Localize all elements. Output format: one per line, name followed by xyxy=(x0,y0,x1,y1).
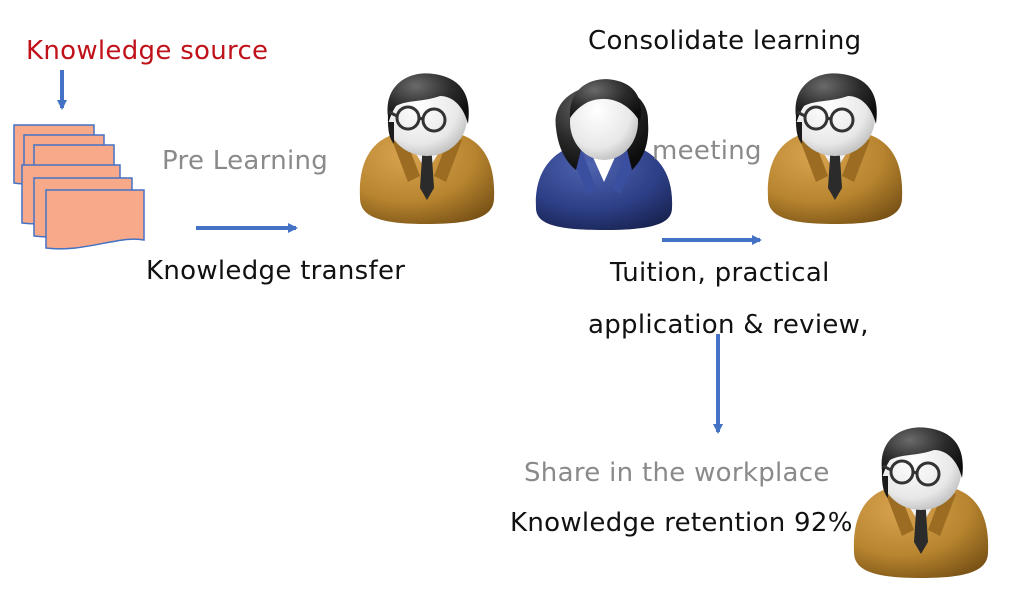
knowledge-source-label: Knowledge source xyxy=(26,36,269,66)
learner-glasses-icon xyxy=(766,71,904,226)
meeting-label: meeting xyxy=(652,136,762,166)
pre-learning-label: Pre Learning xyxy=(162,146,329,176)
learner-glasses-icon xyxy=(852,425,990,580)
knowledge-retention-label: Knowledge retention 92% xyxy=(510,508,853,538)
consolidate-learning-label: Consolidate learning xyxy=(588,26,862,56)
tuition-line-1: Tuition, practical xyxy=(610,258,830,288)
document-stack-icon xyxy=(13,124,145,250)
knowledge-transfer-label: Knowledge transfer xyxy=(146,256,406,286)
tuition-line-2: application & review, xyxy=(588,310,869,340)
learner-glasses-icon xyxy=(358,71,496,226)
share-workplace-label: Share in the workplace xyxy=(524,458,830,488)
